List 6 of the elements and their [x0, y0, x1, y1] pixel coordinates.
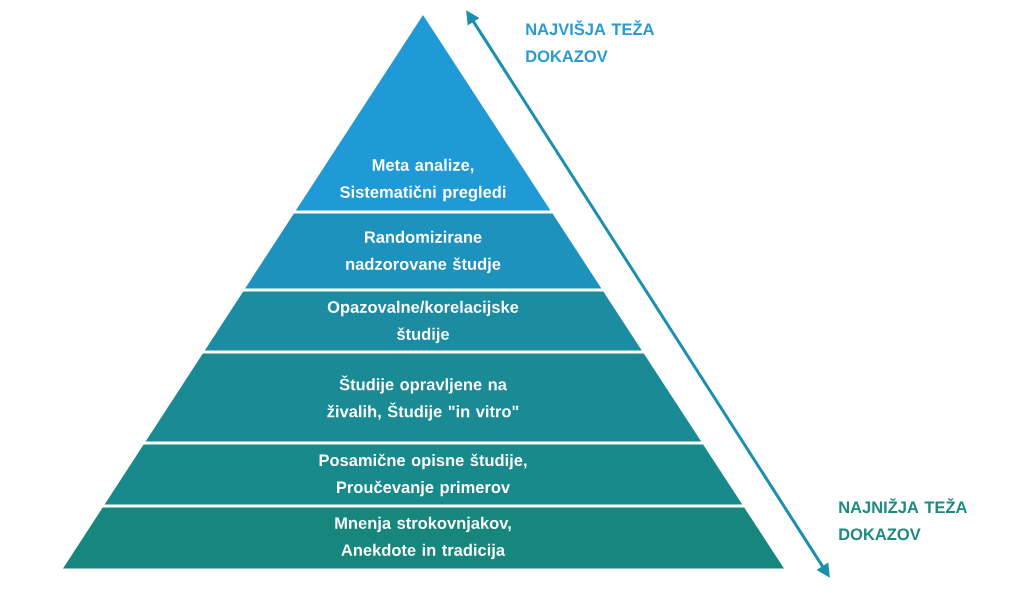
- pyramid-level: Mnenja strokovnjakov, Anekdote in tradicija: [63, 507, 784, 569]
- pyramid-level: Posamične opisne študije, Proučevanje primerov: [104, 444, 743, 505]
- pyramid-level: Randomizirane nadzorovane študje: [245, 213, 602, 289]
- end-label: NAJNIŽJA TEŽA DOKAZOV: [839, 498, 967, 541]
- pyramid-level: Opazovalne/korelacijske študije: [204, 291, 642, 351]
- pyramid-level: Študije opravljene na živalih, Študije "in vitro": [145, 353, 702, 442]
